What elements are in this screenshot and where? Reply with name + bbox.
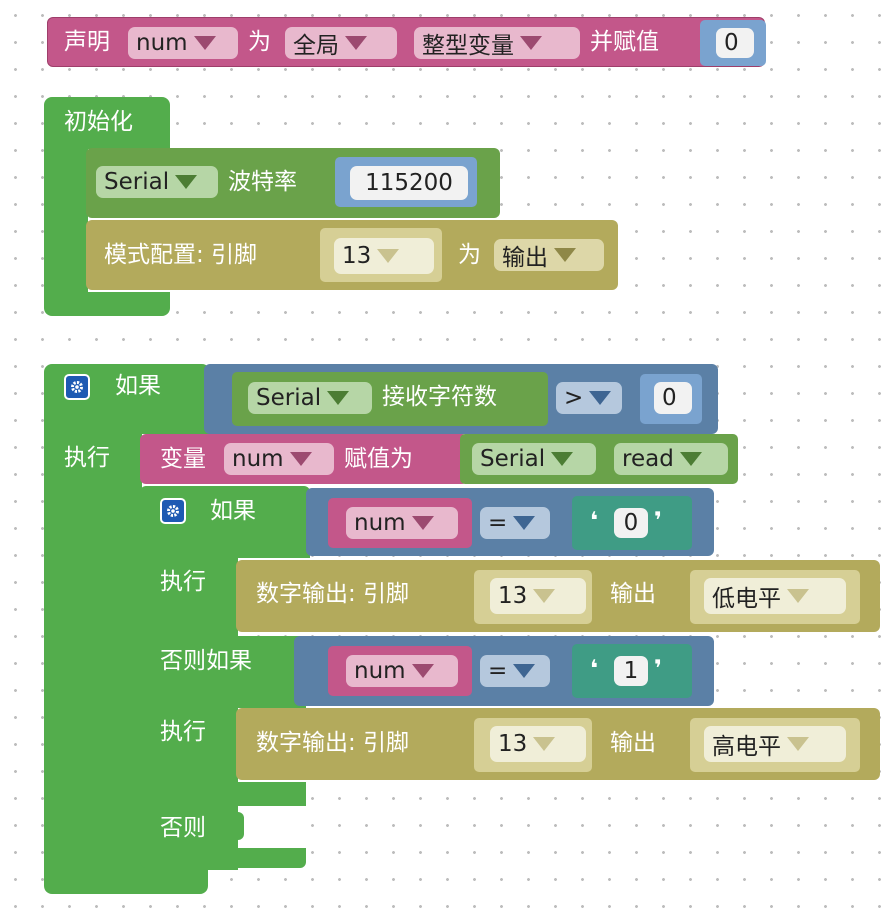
baud-value-field[interactable]: 115200: [350, 166, 468, 200]
if-outer-block-spine: [44, 430, 142, 870]
quote-open-icon: ❛: [590, 656, 598, 682]
write1-level-dropdown[interactable]: 低电平: [704, 578, 846, 614]
declare-as-label: 为: [248, 29, 271, 55]
chevron-down-icon: [411, 516, 434, 530]
chevron-down-icon: [289, 452, 312, 466]
if-outer-do-label: 执行: [64, 445, 110, 471]
baud-label: 波特率: [228, 169, 297, 195]
chevron-down-icon: [787, 737, 809, 751]
pinmode-mode-dropdown[interactable]: 输出: [494, 239, 604, 271]
declare-type-dropdown[interactable]: 整型变量: [414, 27, 580, 59]
declare-assign-label: 并赋值: [590, 29, 659, 55]
else-empty-slot[interactable]: [238, 806, 308, 848]
if-outer-block-bottom: [44, 866, 208, 894]
chevron-down-icon: [513, 516, 536, 530]
if-inner-block-spine: [140, 550, 238, 870]
chevron-down-icon: [175, 175, 198, 189]
write1-out-label: 输出: [610, 581, 656, 607]
chevron-down-icon: [589, 391, 612, 405]
gear-icon[interactable]: [160, 498, 186, 524]
serial-read-dropdown[interactable]: Serial: [472, 443, 596, 475]
write1-label: 数字输出: 引脚: [256, 581, 410, 607]
chevron-down-icon: [533, 589, 556, 603]
pinmode-label: 模式配置: 引脚: [104, 242, 258, 268]
chevron-down-icon: [679, 452, 702, 466]
setup-label: 初始化: [64, 109, 133, 135]
cond2-var-dropdown[interactable]: num: [346, 655, 458, 687]
write1-pin-dropdown[interactable]: 13: [490, 578, 586, 614]
if-inner-elseif-label: 否则如果: [160, 648, 252, 674]
cond1-char-field[interactable]: 0: [614, 508, 648, 538]
chevron-down-icon: [411, 664, 434, 678]
quote-close-icon: ❜: [654, 508, 662, 534]
cond1-operator-dropdown[interactable]: =: [480, 507, 550, 539]
pinmode-as-label: 为: [458, 242, 481, 268]
write2-label: 数字输出: 引脚: [256, 730, 410, 756]
gear-icon[interactable]: [64, 374, 90, 400]
chevron-down-icon: [327, 391, 350, 405]
quote-open-icon: ❛: [590, 508, 598, 534]
if-outer-if-label: 如果: [115, 373, 161, 399]
chevron-down-icon: [551, 452, 574, 466]
declare-scope-dropdown[interactable]: 全局: [285, 27, 397, 59]
declare-value-field[interactable]: 0: [716, 28, 754, 58]
if-inner-else-label: 否则: [160, 815, 206, 841]
assign-to-label: 赋值为: [344, 446, 413, 472]
assign-var-dropdown[interactable]: num: [224, 443, 334, 475]
chevron-down-icon: [533, 737, 556, 751]
quote-close-icon: ❜: [654, 656, 662, 682]
serial-begin-dropdown[interactable]: Serial: [96, 166, 218, 198]
serial-method-dropdown[interactable]: read: [614, 443, 728, 475]
available-label: 接收字符数: [382, 384, 497, 410]
if-inner-elseif-row: [140, 636, 306, 708]
outer-operator-dropdown[interactable]: >: [556, 382, 622, 414]
chevron-down-icon: [193, 36, 216, 50]
write2-level-dropdown[interactable]: 高电平: [704, 726, 846, 762]
cond2-char-field[interactable]: 1: [614, 656, 648, 686]
setup-block-bottom: [44, 292, 170, 316]
if-inner-block-bottom: [140, 848, 306, 868]
else-slot-notch: [236, 812, 244, 840]
write2-out-label: 输出: [610, 730, 656, 756]
serial-available-dropdown[interactable]: Serial: [248, 382, 372, 414]
chevron-down-icon: [554, 248, 576, 262]
declare-label: 声明: [64, 29, 110, 55]
chevron-down-icon: [520, 36, 542, 50]
outer-value-field[interactable]: 0: [654, 382, 692, 414]
chevron-down-icon: [513, 664, 536, 678]
if-inner-do2-label: 执行: [160, 719, 206, 745]
if-inner-if-label: 如果: [210, 498, 256, 524]
cond2-operator-dropdown[interactable]: =: [480, 655, 550, 687]
chevron-down-icon: [377, 249, 400, 263]
if-inner-do1-label: 执行: [160, 569, 206, 595]
setup-block-spine: [44, 140, 88, 302]
pinmode-pin-dropdown[interactable]: 13: [334, 238, 434, 274]
chevron-down-icon: [787, 589, 809, 603]
if-inner-else-top: [140, 782, 306, 806]
cond1-var-dropdown[interactable]: num: [346, 507, 458, 539]
declare-var-dropdown[interactable]: num: [128, 27, 238, 59]
assign-label: 变量: [160, 446, 206, 472]
chevron-down-icon: [345, 36, 367, 50]
write2-pin-dropdown[interactable]: 13: [490, 726, 586, 762]
